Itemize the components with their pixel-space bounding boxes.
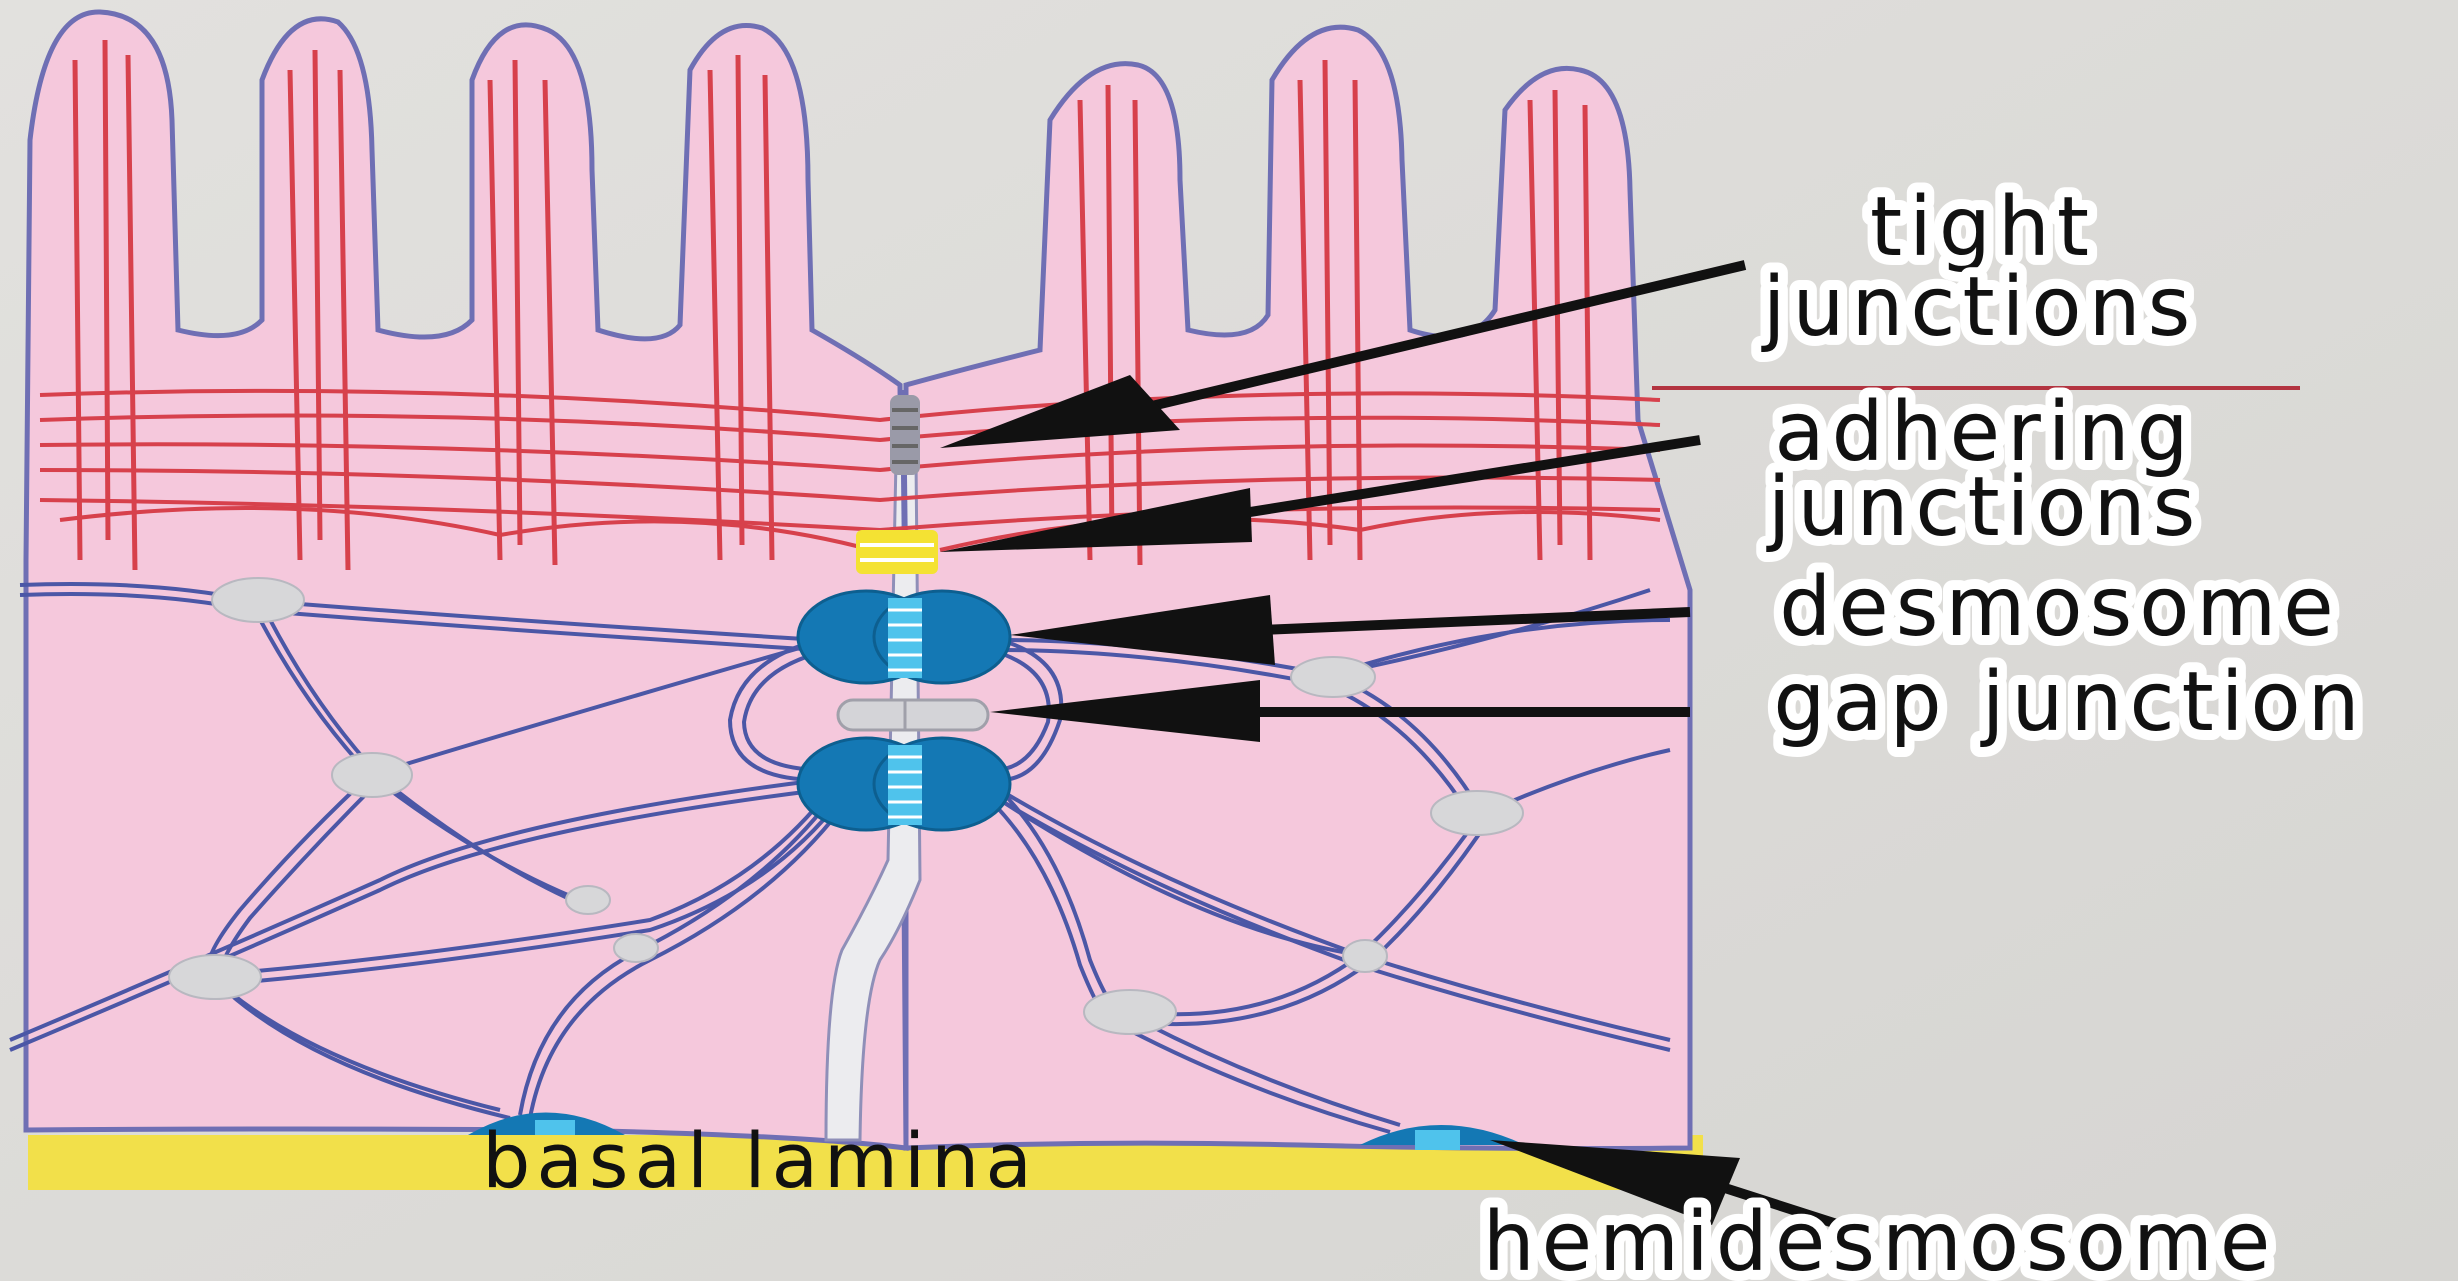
label-gap-junction: gap junction — [1773, 655, 2366, 750]
desmosome-lower — [798, 738, 1010, 830]
label-tight-junctions: junctions — [1761, 260, 2198, 355]
label-adhering-junctions: junctions — [1766, 460, 2203, 555]
gap-junction — [838, 700, 988, 730]
label-desmosome: desmosome — [1779, 560, 2341, 655]
label-basal-lamina: basal lamina — [482, 1116, 1038, 1205]
tight-junction — [890, 395, 920, 475]
desmosome-upper — [798, 591, 1010, 683]
label-hemidesmosome: hemidesmosome — [1483, 1195, 2278, 1281]
adhering-junction — [856, 530, 938, 574]
